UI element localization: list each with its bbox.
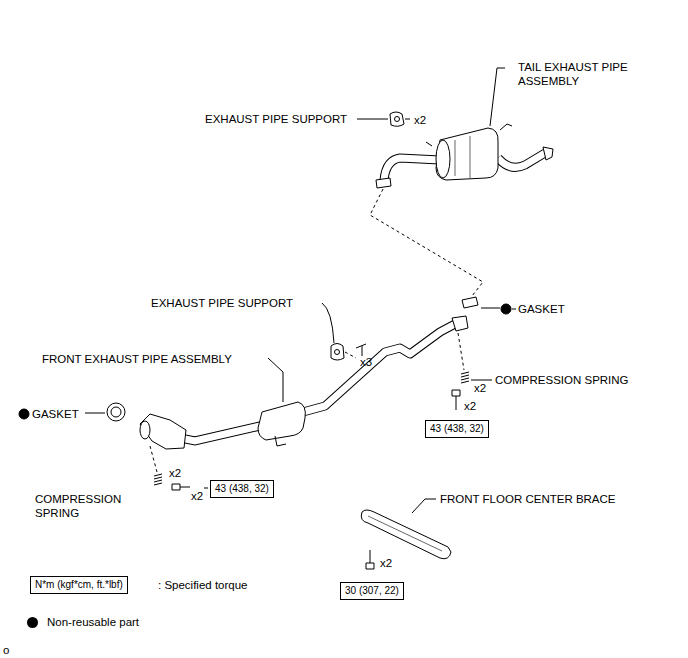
leader-line [85, 68, 516, 513]
quantity-label: x2 [474, 381, 486, 395]
pipe-support [390, 112, 404, 126]
bolt [452, 390, 460, 396]
tail-pipe [376, 178, 391, 188]
tail-pipe [543, 147, 553, 160]
leader-line [268, 358, 283, 402]
part-label: GASKET [32, 407, 79, 421]
front-pipe [275, 436, 286, 446]
part-label: GASKET [518, 302, 565, 316]
bolt [366, 563, 374, 569]
front-pipe [140, 421, 150, 439]
tail-pipe [384, 158, 440, 180]
gasket [462, 297, 478, 308]
leader-line [512, 309, 516, 310]
torque-box: 30 (307, 22) [340, 582, 404, 600]
front-pipe [258, 402, 305, 440]
torque-value: N*m (kgf*cm, ft.*lbf) [35, 578, 123, 592]
quantity-label: x2 [414, 113, 426, 127]
compression-spring [154, 372, 469, 485]
leader-line [481, 308, 500, 309]
compression-spring [154, 474, 162, 485]
tail-pipe [498, 153, 545, 167]
tail-pipe [384, 158, 440, 180]
torque-value: 43 (438, 32) [430, 422, 484, 436]
front-pipe [140, 414, 186, 449]
tail-pipe [436, 140, 450, 178]
pipe-support [335, 350, 340, 355]
leader-line [490, 68, 505, 126]
bolt [456, 396, 457, 410]
gasket [107, 403, 125, 421]
bolt [180, 487, 190, 488]
quantity-label: x2 [169, 466, 181, 480]
pipe-support [395, 117, 400, 122]
bolt [370, 550, 371, 563]
bolt [172, 484, 180, 490]
torque-value: 30 (307, 22) [345, 584, 399, 598]
gasket [111, 407, 121, 417]
compression-spring [461, 372, 469, 383]
part-label: TAIL EXHAUST PIPE ASSEMBLY [518, 60, 643, 88]
torque-box: 43 (438, 32) [425, 420, 489, 438]
part-label: FRONT FLOOR CENTER BRACE [440, 492, 616, 506]
tail-pipe [426, 124, 512, 146]
front-pipe [140, 316, 468, 449]
non-reusable-mark [19, 409, 29, 419]
leader-line [322, 303, 334, 343]
assembly-line [370, 189, 483, 296]
unit-legend-box: N*m (kgf*cm, ft.*lbf) [30, 576, 128, 594]
leader-line [85, 413, 105, 414]
assembly-line [150, 446, 157, 472]
part-label: COMPRESSION SPRING [495, 373, 629, 387]
assembly-line [458, 333, 464, 370]
non-reusable-mark [501, 304, 511, 314]
part-label: FRONT EXHAUST PIPE ASSEMBLY [42, 352, 232, 366]
assembly-line [150, 189, 483, 472]
leader-line [471, 380, 492, 381]
legend-swatch [27, 617, 38, 628]
legend-note: : Specified torque [158, 578, 248, 592]
leader-line [357, 119, 388, 120]
tail-pipe [455, 136, 470, 178]
pipe-support [331, 344, 344, 361]
quantity-label: x3 [360, 355, 372, 369]
part-label: EXHAUST PIPE SUPPORT [205, 112, 347, 126]
floor-brace [361, 510, 451, 559]
part-label: EXHAUST PIPE SUPPORT [151, 296, 293, 310]
front-pipe [303, 324, 455, 412]
tail-pipe [436, 128, 498, 180]
torque-box: 43 (438, 32) [210, 480, 274, 498]
tail-pipe [498, 153, 545, 167]
leader-line [204, 488, 208, 489]
front-pipe [356, 344, 366, 356]
torque-value: 43 (438, 32) [215, 482, 269, 496]
part-label: COMPRESSION SPRING [35, 492, 135, 520]
legend-text: Non-reusable part [47, 615, 139, 629]
bolt [172, 390, 460, 569]
quantity-label: x2 [464, 399, 476, 413]
tail-pipe [376, 124, 553, 188]
front-pipe [452, 316, 468, 331]
floor-brace [368, 516, 442, 551]
pipe-support [331, 344, 344, 361]
quantity-label: x2 [191, 489, 203, 503]
pipe-support [390, 112, 404, 126]
leader-line [412, 499, 436, 513]
quantity-label: x2 [380, 556, 392, 570]
figure-id: o [3, 643, 9, 657]
leader-line [405, 119, 410, 120]
assembly-line [345, 352, 356, 358]
front-pipe [303, 324, 455, 412]
